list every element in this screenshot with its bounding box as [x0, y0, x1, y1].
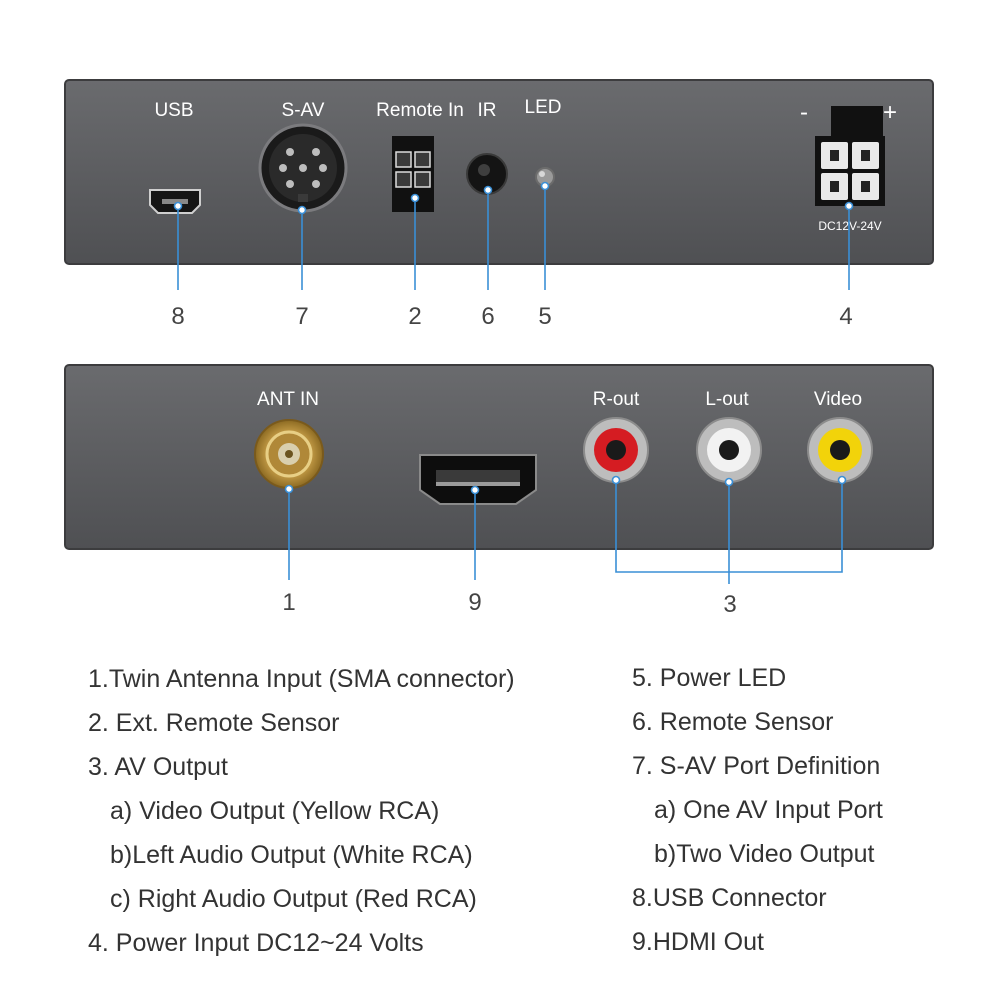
- callout-dot: [611, 475, 621, 485]
- minus-label: -: [800, 99, 808, 126]
- callout-5: 5: [538, 303, 551, 330]
- legend-item: 4. Power Input DC12~24 Volts: [88, 929, 424, 957]
- legend-item: 3. AV Output: [88, 753, 228, 781]
- legend-left: 1.Twin Antenna Input (SMA connector) 2. …: [88, 657, 515, 965]
- callout-9: 9: [468, 589, 481, 616]
- r-out-label: R-out: [593, 389, 640, 410]
- callout-2: 2: [408, 303, 421, 330]
- callout-dot: [297, 205, 307, 215]
- led-label: LED: [525, 97, 562, 118]
- legend-item: 8.USB Connector: [632, 884, 827, 912]
- legend-item: 6. Remote Sensor: [632, 708, 834, 736]
- legend-subitem: a) Video Output (Yellow RCA): [110, 797, 440, 825]
- callout-dot: [540, 181, 550, 191]
- l-out-label: L-out: [705, 389, 749, 410]
- plus-label: +: [883, 99, 897, 126]
- legend-item: 1.Twin Antenna Input (SMA connector): [88, 665, 515, 693]
- video-label: Video: [814, 389, 862, 410]
- legend-subitem: c) Right Audio Output (Red RCA): [110, 885, 477, 913]
- bottom-leader-lines: [288, 480, 843, 584]
- callout-dot: [410, 193, 420, 203]
- sav-port-icon: [258, 123, 348, 213]
- rca-red-icon: [583, 417, 649, 483]
- callout-dot: [470, 485, 480, 495]
- callout-dot: [284, 484, 294, 494]
- ant-in-label: ANT IN: [257, 389, 319, 410]
- rear-panel-bottom: ANT IN R-out L-out Video: [64, 364, 934, 618]
- callout-6: 6: [481, 303, 494, 330]
- led-icon: [535, 167, 555, 187]
- callout-4: 4: [839, 303, 852, 330]
- callout-7: 7: [295, 303, 308, 330]
- callout-dot: [844, 201, 854, 211]
- callout-dot: [724, 477, 734, 487]
- sav-label: S-AV: [282, 100, 325, 121]
- dc-voltage-label: DC12V-24V: [818, 219, 881, 233]
- hdmi-port-icon: [419, 454, 537, 505]
- sma-connector-icon: [254, 419, 324, 489]
- legend-item: 9.HDMI Out: [632, 928, 764, 956]
- legend-right: 5. Power LED 6. Remote Sensor 7. S-AV Po…: [632, 656, 883, 964]
- usb-label: USB: [154, 100, 193, 121]
- callout-dot: [173, 201, 183, 211]
- power-connector-icon: [815, 136, 885, 206]
- callout-8: 8: [171, 303, 184, 330]
- callout-dot: [837, 475, 847, 485]
- legend-item: 2. Ext. Remote Sensor: [88, 709, 340, 737]
- legend-item: 7. S-AV Port Definition: [632, 752, 881, 780]
- legend-item: 5. Power LED: [632, 664, 787, 692]
- callout-3: 3: [723, 591, 736, 618]
- legend-subitem: a) One AV Input Port: [654, 796, 883, 824]
- callout-1: 1: [282, 589, 295, 616]
- rca-yellow-icon: [807, 417, 873, 483]
- usb-port-icon: [149, 189, 201, 214]
- ir-label: IR: [478, 100, 497, 121]
- rca-white-icon: [696, 417, 762, 483]
- legend-subitem: b)Two Video Output: [654, 840, 875, 868]
- top-leader-lines: [177, 186, 850, 290]
- remote-in-label: Remote In: [376, 100, 464, 121]
- callout-dot: [483, 185, 493, 195]
- rear-panel-top: USB S-AV Remote In IR LED - +: [64, 79, 934, 330]
- legend-subitem: b)Left Audio Output (White RCA): [110, 841, 473, 869]
